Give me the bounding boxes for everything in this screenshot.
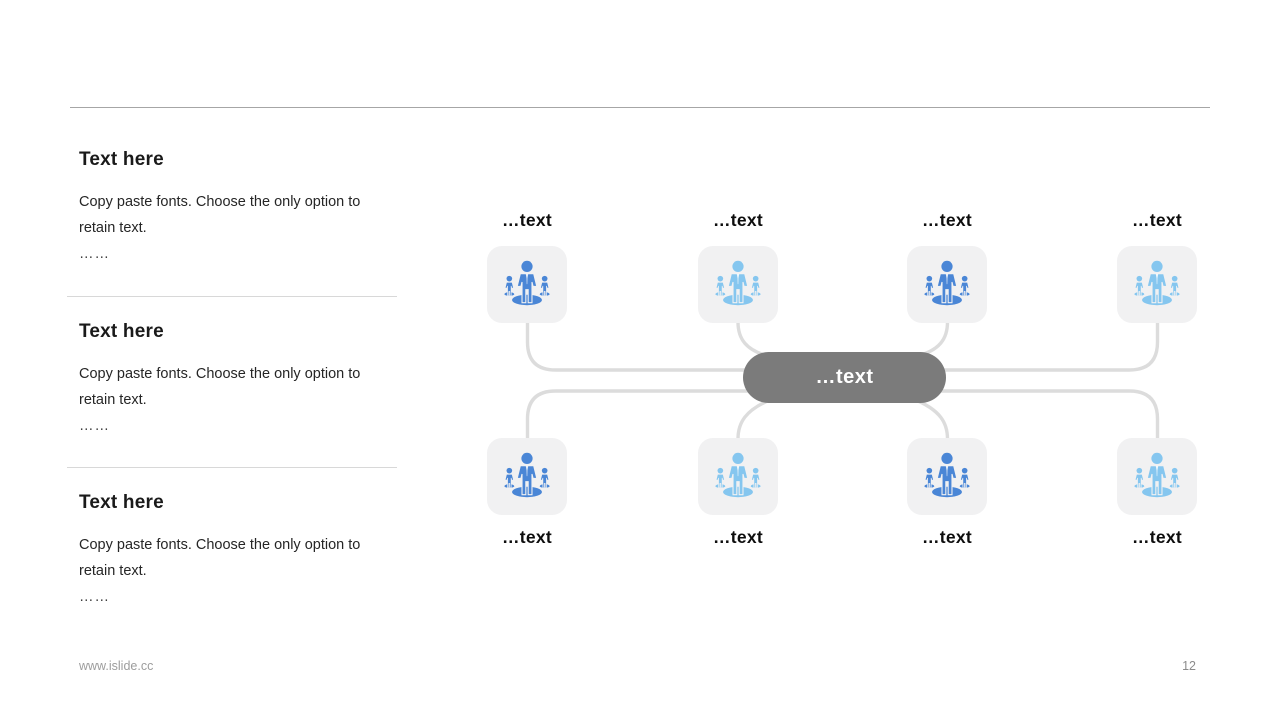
node-label-bottom-2: …text [712, 527, 764, 547]
node-card-top-1 [487, 246, 567, 323]
connector-bottom-3 [912, 397, 950, 440]
connector-bottom-1 [525, 389, 770, 439]
connector-bottom-2 [736, 397, 773, 440]
block-2-heading: Text here [79, 321, 164, 342]
block-3-body: Copy paste fonts. Choose the only option… [79, 537, 361, 579]
node-label-top-3: …text [921, 210, 973, 230]
page-number: 12 [1182, 659, 1196, 673]
node-card-bottom-3 [907, 438, 987, 515]
leader-with-team-icon [498, 256, 556, 314]
leader-with-team-icon [498, 448, 556, 506]
node-label-top-2: …text [712, 210, 764, 230]
block-2-more-dots: …… [79, 418, 110, 434]
leader-with-team-icon [918, 448, 976, 506]
block-3-more-dots: …… [79, 589, 110, 605]
center-node-pill: …text [743, 352, 946, 403]
connector-top-4 [915, 322, 1160, 372]
connector-bottom-4 [915, 389, 1160, 439]
node-label-bottom-1: …text [501, 527, 553, 547]
connector-top-1 [525, 322, 770, 372]
node-card-top-4 [1117, 246, 1197, 323]
block-1-heading: Text here [79, 149, 164, 170]
footer-website: www.islide.cc [79, 659, 154, 673]
node-label-bottom-4: …text [1131, 527, 1183, 547]
block-2-body: Copy paste fonts. Choose the only option… [79, 366, 361, 408]
leader-with-team-icon [709, 256, 767, 314]
node-card-bottom-2 [698, 438, 778, 515]
node-label-top-1: …text [501, 210, 553, 230]
node-label-top-4: …text [1131, 210, 1183, 230]
block-divider-2 [67, 467, 397, 468]
node-card-top-3 [907, 246, 987, 323]
block-3-heading: Text here [79, 492, 164, 513]
leader-with-team-icon [1128, 448, 1186, 506]
block-1-body: Copy paste fonts. Choose the only option… [79, 194, 361, 236]
node-card-bottom-4 [1117, 438, 1197, 515]
header-divider [70, 107, 1210, 108]
leader-with-team-icon [918, 256, 976, 314]
node-card-top-2 [698, 246, 778, 323]
leader-with-team-icon [709, 448, 767, 506]
block-divider-1 [67, 296, 397, 297]
block-1-more-dots: …… [79, 246, 110, 262]
node-label-bottom-3: …text [921, 527, 973, 547]
leader-with-team-icon [1128, 256, 1186, 314]
node-card-bottom-1 [487, 438, 567, 515]
